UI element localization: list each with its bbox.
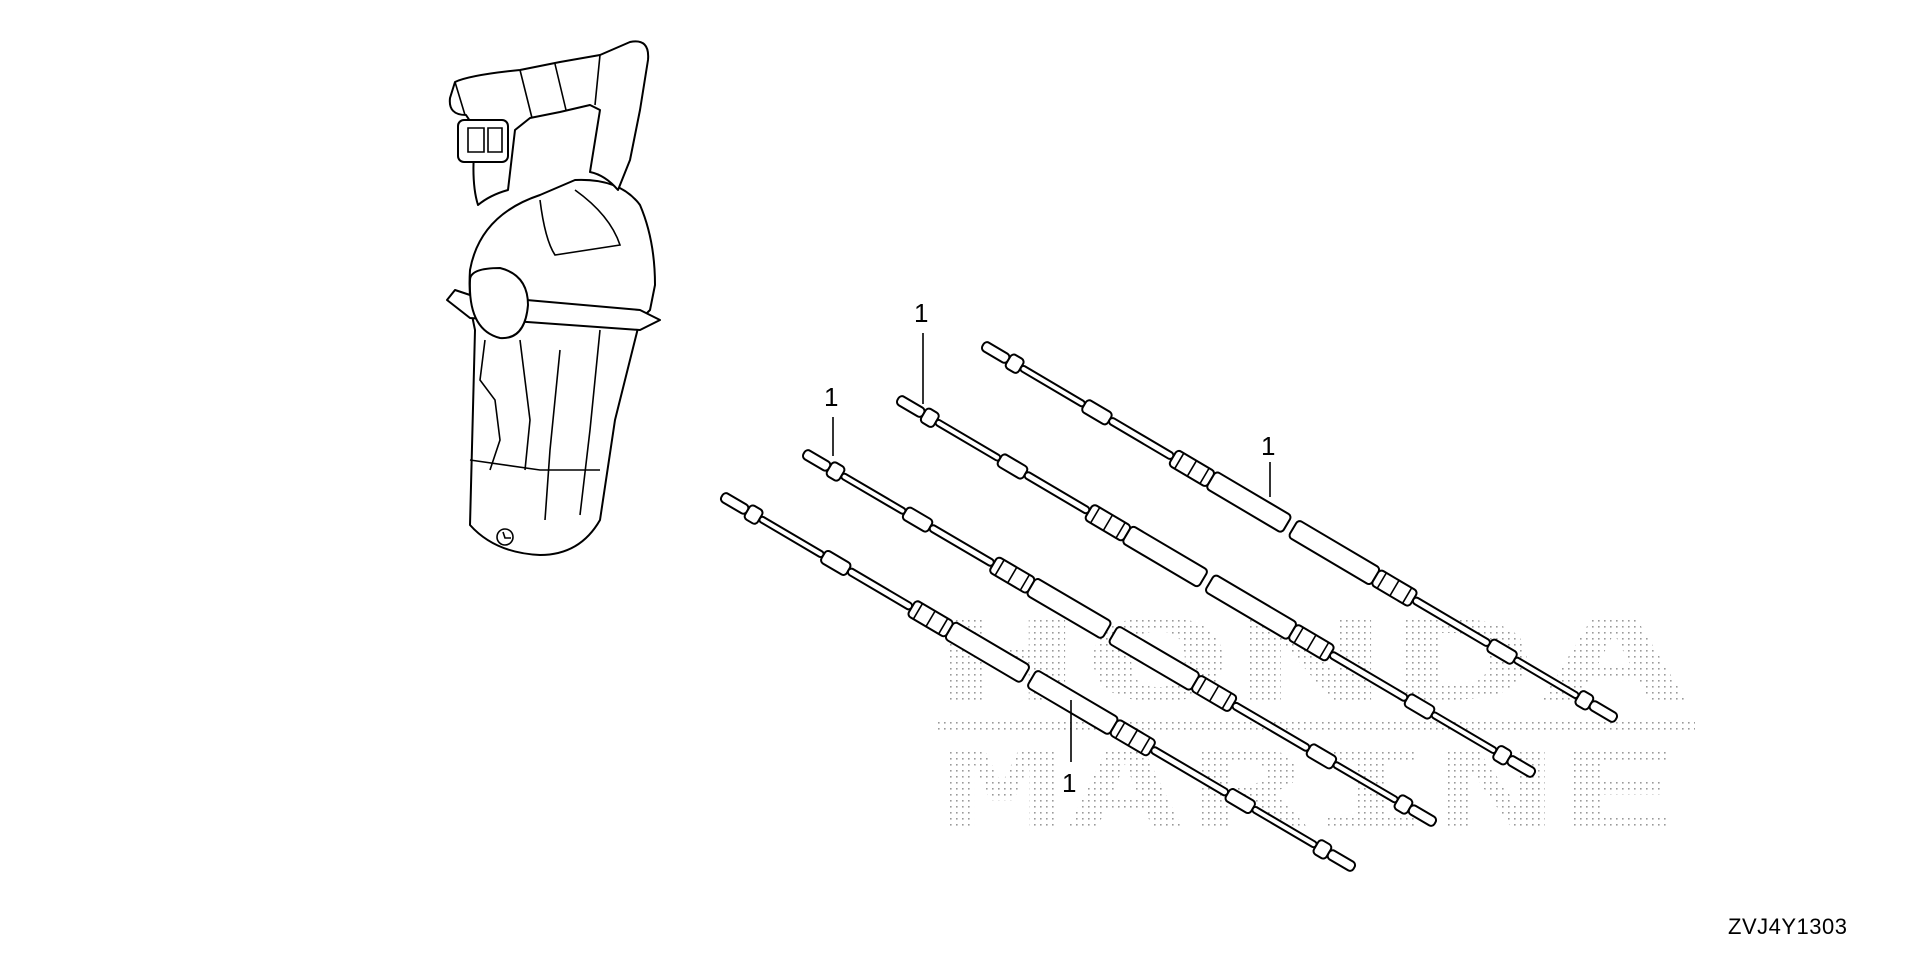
cable-ridge (1019, 574, 1031, 591)
cable-segment (1019, 364, 1086, 408)
cable-ridge (925, 610, 936, 627)
cable-ridge (1401, 587, 1413, 604)
cable-ridge (1140, 737, 1151, 754)
cable-segment (980, 341, 1011, 364)
cable-ridge (994, 559, 1005, 576)
control-cable[interactable] (717, 487, 1359, 876)
cable-ridge (1089, 507, 1101, 524)
cable-ridge (1127, 729, 1139, 746)
cable-segment (840, 472, 907, 515)
cable-ridge (937, 618, 949, 635)
cable-segment (1026, 578, 1112, 639)
callouts: 1 1 1 1 (824, 298, 1275, 798)
cable-ridge (1006, 566, 1018, 584)
cable-ridge (1221, 692, 1233, 710)
callout-label: 1 (1261, 431, 1275, 461)
callout-label: 1 (1062, 768, 1076, 798)
cable-ridge (1199, 467, 1210, 485)
remote-control-box[interactable] (446, 40, 661, 556)
control-cable[interactable] (978, 336, 1621, 727)
cable-ridge (1293, 627, 1304, 644)
cable-ridge (1208, 685, 1220, 702)
cable-segment (1288, 520, 1381, 586)
cable-segment (846, 567, 914, 611)
cable-ridge (1115, 522, 1126, 539)
cable-segment (1122, 525, 1208, 588)
cable-segment (758, 515, 825, 558)
cable-segment (1206, 471, 1292, 533)
cable-ridge (912, 603, 924, 620)
cable-ridge (1173, 452, 1185, 470)
cable-segment (934, 419, 1002, 462)
cable-ridge (1318, 642, 1330, 659)
cable-segment (895, 395, 926, 418)
callout-label: 1 (914, 298, 928, 328)
cable-segment (801, 449, 832, 472)
cable-ridge (1102, 514, 1114, 531)
cable-ridge (1306, 634, 1317, 651)
cable-segment (1108, 417, 1175, 460)
cable-ridge (1114, 722, 1126, 739)
cable-segment (1588, 700, 1619, 723)
cable-ridge (1389, 579, 1400, 597)
control-cable[interactable] (799, 444, 1440, 831)
watermark-honda: HONDA (930, 597, 1690, 727)
cable-segment (1506, 755, 1537, 778)
cable-ridge (1186, 460, 1198, 477)
watermark-rule (935, 722, 1695, 730)
cable-ridge (1376, 572, 1388, 589)
cable-segment (1326, 849, 1357, 872)
cable-segment (944, 621, 1030, 683)
callout-label: 1 (824, 382, 838, 412)
cable-segment (1407, 804, 1438, 827)
cable-ridge (1196, 677, 1207, 695)
diagram-code: ZVJ4Y1303 (1728, 914, 1848, 939)
cable-segment (719, 492, 750, 515)
cable-segment (1023, 471, 1091, 515)
cable-segment (928, 524, 995, 567)
control-cable[interactable] (893, 390, 1539, 782)
